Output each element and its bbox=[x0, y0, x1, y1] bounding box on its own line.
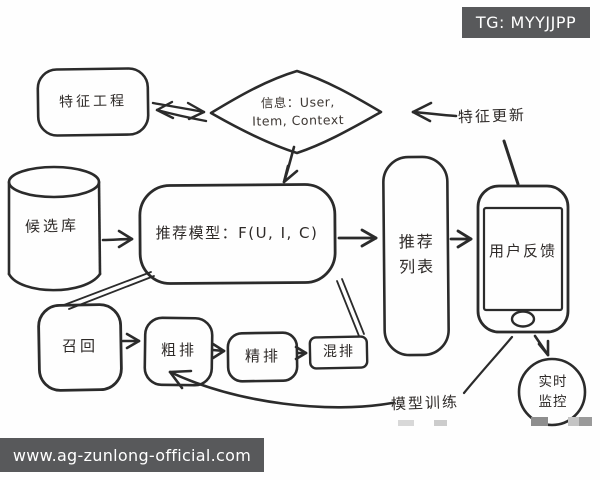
arrow-model-to-list bbox=[337, 228, 378, 248]
coarse-rank-label: 粗排 bbox=[160, 341, 198, 360]
arrow-fine-to-mixed bbox=[294, 345, 308, 361]
model-box bbox=[138, 183, 337, 285]
info-diamond-label: 信息：User, Item, Context bbox=[252, 93, 344, 131]
line-mixed-to-model bbox=[336, 278, 365, 337]
fine-rank-label: 精排 bbox=[244, 347, 282, 366]
line-model-to-recall bbox=[63, 271, 155, 310]
feature-engineering-box bbox=[36, 67, 150, 137]
info-line2: Item, Context bbox=[252, 112, 345, 129]
feature-update-label: 特征更新 bbox=[457, 105, 527, 127]
feature-engineering-label: 特征工程 bbox=[58, 93, 128, 111]
user-feedback-label: 用户反馈 bbox=[488, 242, 558, 261]
arrow-list-to-phone bbox=[449, 229, 473, 249]
tg-badge: TG: MYYJJPP bbox=[462, 7, 590, 38]
arrow-db-to-model bbox=[101, 229, 134, 249]
info-line1: 信息：User, bbox=[260, 94, 335, 111]
monitor-circle bbox=[517, 357, 587, 427]
mixed-rank-box bbox=[308, 335, 369, 370]
recall-label: 召回 bbox=[61, 337, 99, 356]
arrow-feature-update-to-info bbox=[411, 101, 458, 123]
watermark-artifacts bbox=[398, 417, 592, 426]
monitor-line1: 实时 bbox=[538, 373, 568, 390]
footer-url-bar: www.ag-zunlong-official.com bbox=[0, 438, 264, 472]
arrow-info-to-model bbox=[282, 145, 299, 184]
rec-list-line2: 列表 bbox=[399, 256, 436, 277]
arrow-fe-info-bidirectional bbox=[151, 100, 208, 123]
arrow-training-to-fine bbox=[168, 369, 394, 409]
rec-list-box bbox=[382, 155, 450, 357]
candidate-db-cylinder bbox=[7, 165, 102, 292]
line-phone-to-training bbox=[462, 335, 514, 395]
monitor-label: 实时 监控 bbox=[539, 372, 568, 413]
candidate-db-label: 候选库 bbox=[24, 216, 80, 236]
arrow-coarse-to-fine bbox=[211, 342, 226, 360]
rec-list-line1: 推荐 bbox=[398, 231, 435, 252]
line-phone-to-feature-update bbox=[502, 139, 520, 186]
info-diamond bbox=[209, 69, 383, 155]
rec-list-label: 推荐 列表 bbox=[399, 230, 436, 280]
mixed-rank-label: 混排 bbox=[323, 343, 355, 360]
model-label: 推荐模型：F(U, I, C) bbox=[155, 224, 319, 243]
model-training-label: 模型训练 bbox=[390, 392, 460, 414]
coarse-rank-box bbox=[143, 316, 214, 387]
arrow-recall-to-coarse bbox=[121, 332, 141, 350]
fine-rank-box bbox=[226, 331, 299, 383]
phone-shape bbox=[476, 184, 570, 334]
monitor-line2: 监控 bbox=[538, 394, 568, 410]
arrow-phone-to-monitor bbox=[533, 334, 550, 357]
